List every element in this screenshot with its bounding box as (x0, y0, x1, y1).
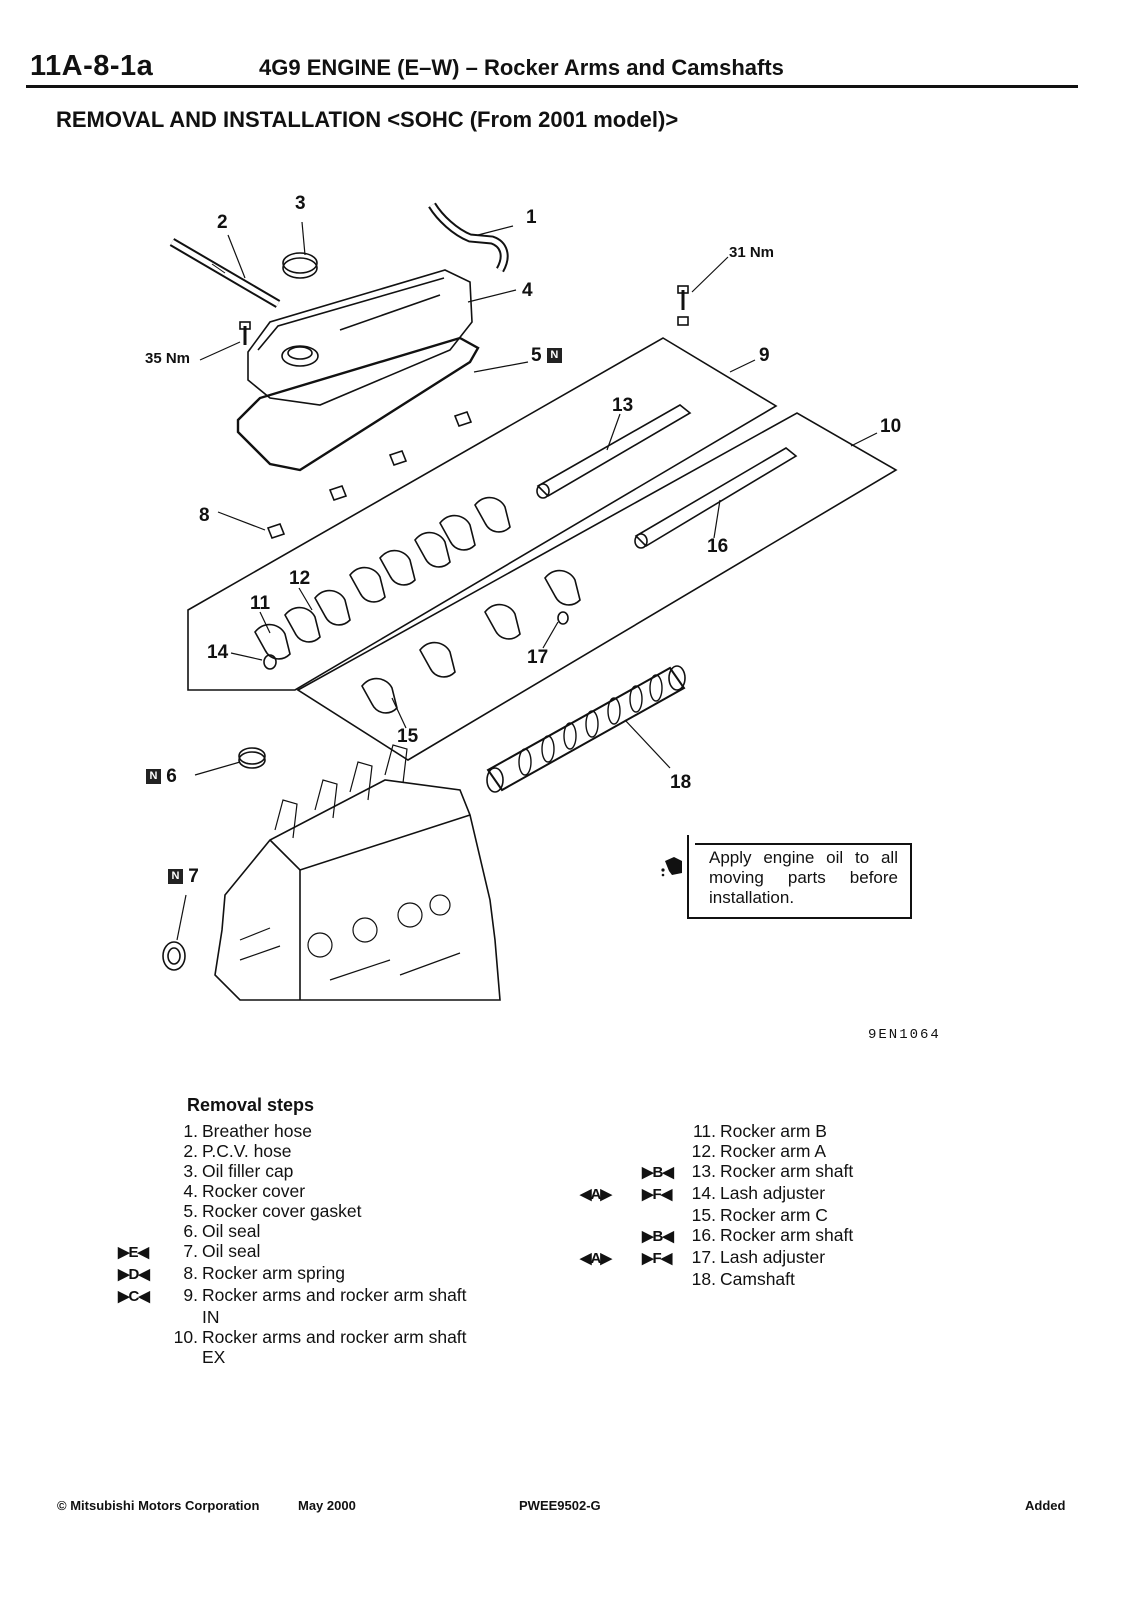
list-item: IN (202, 1307, 220, 1327)
n-badge: N (146, 769, 161, 785)
callout-10: 10 (880, 416, 902, 437)
callout-7: N 7 (168, 866, 199, 888)
list-item: ◀A▶▶F◀17.Lash adjuster (580, 1247, 826, 1267)
callout-5: 5 N (531, 345, 562, 367)
callout-11: 11 (250, 593, 271, 614)
list-item: EX (202, 1347, 226, 1367)
section-title: REMOVAL AND INSTALLATION <SOHC (From 200… (56, 107, 679, 132)
page-header-title: 4G9 ENGINE (E–W) – Rocker Arms and Camsh… (259, 55, 784, 80)
list-item: ▶C◀9.Rocker arms and rocker arm shaft (118, 1285, 467, 1305)
callout-3: 3 (295, 193, 306, 214)
list-item: ▶B◀16.Rocker arm shaft (642, 1225, 854, 1245)
callout-1: 1 (526, 207, 537, 228)
footer-copyright: © Mitsubishi Motors Corporation (57, 1498, 260, 1513)
footer-date: May 2000 (298, 1498, 356, 1513)
callout-6-number: 6 (166, 766, 177, 787)
callout-2: 2 (217, 212, 228, 233)
footer-doc-code: PWEE9502-G (519, 1498, 601, 1513)
figure-code: 9EN1064 (868, 1027, 941, 1043)
callout-8: 8 (199, 505, 210, 526)
list-item: ▶E◀7.Oil seal (118, 1241, 261, 1261)
list-item: 6.Oil seal (183, 1221, 261, 1241)
callout-13: 13 (612, 395, 634, 416)
list-item: 15.Rocker arm C (691, 1205, 828, 1225)
n-badge: N (546, 348, 562, 364)
removal-steps-right-list: 11.Rocker arm B 12.Rocker arm A ▶B◀13.Ro… (580, 1121, 853, 1289)
list-item: 3.Oil filler cap (183, 1161, 294, 1181)
callout-5-number: 5 (531, 345, 542, 366)
callout-4: 4 (522, 280, 533, 301)
list-item: 11.Rocker arm B (692, 1121, 827, 1141)
footer-status: Added (1025, 1498, 1066, 1513)
list-item: 1.Breather hose (183, 1121, 312, 1141)
callout-7-number: 7 (188, 866, 199, 887)
n-badge: N (168, 869, 183, 885)
list-item: 5.Rocker cover gasket (183, 1201, 362, 1221)
removal-steps-title: Removal steps (187, 1095, 315, 1115)
callout-17: 17 (527, 647, 549, 668)
list-item: 10.Rocker arms and rocker arm shaft (173, 1327, 467, 1347)
list-item: 4.Rocker cover (183, 1181, 306, 1201)
list-item: 2.P.C.V. hose (183, 1141, 292, 1161)
callout-12: 12 (289, 568, 311, 589)
list-item: 18.Camshaft (691, 1269, 795, 1289)
torque-label-rocker-cover: 35 Nm (145, 350, 191, 367)
torque-label-cover-bolt: 31 Nm (729, 244, 775, 261)
list-item: ▶B◀13.Rocker arm shaft (642, 1161, 854, 1181)
list-item: ▶D◀8.Rocker arm spring (118, 1263, 345, 1283)
oil-note-text: Apply engine oil to all moving parts bef… (709, 848, 898, 907)
exploded-view-diagram (162, 202, 898, 1001)
callout-9: 9 (759, 345, 770, 366)
callout-6: N 6 (146, 766, 177, 788)
callout-15: 15 (397, 726, 419, 747)
callout-18: 18 (670, 772, 692, 793)
callout-16: 16 (707, 536, 729, 557)
oil-note-box: Apply engine oil to all moving parts bef… (687, 835, 912, 919)
oil-can-icon (661, 857, 682, 877)
page-number: 11A-8-1a (30, 50, 154, 82)
list-item: 12.Rocker arm A (691, 1141, 826, 1161)
list-item: ◀A▶▶F◀14.Lash adjuster (580, 1183, 826, 1203)
removal-steps-left-list: 1.Breather hose 2.P.C.V. hose 3.Oil fill… (118, 1121, 467, 1367)
header-rule (26, 85, 1078, 88)
callout-14: 14 (207, 642, 229, 663)
